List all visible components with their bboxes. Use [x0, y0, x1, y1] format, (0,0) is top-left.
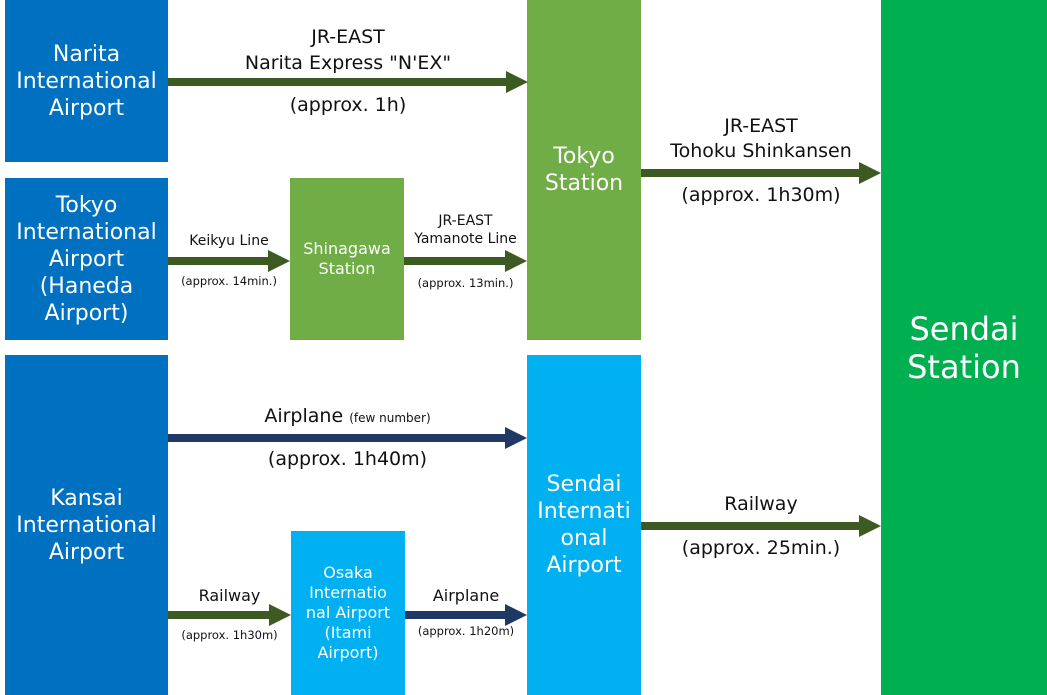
airplane-arrow: [168, 427, 527, 449]
tokyo-station-box: Tokyo Station: [527, 0, 641, 340]
kansai-airport-box: Kansai International Airport: [5, 355, 168, 695]
sendai-station-label: Sendai Station: [907, 309, 1021, 386]
railway-sendai-arrow: [641, 515, 881, 537]
shinagawa-station-label: Shinagawa Station: [303, 239, 391, 278]
airplane-route-time: (approx. 1h40m): [267, 448, 428, 470]
narita-airport-label: Narita International Airport: [16, 41, 157, 121]
railway-kansai-route-time: (approx. 1h30m): [181, 628, 278, 642]
airplane-route-label: Airplane: [264, 405, 344, 427]
yamanote-route-title: JR-EAST Yamanote Line: [414, 213, 517, 247]
keikyu-route-title: Keikyu Line: [189, 233, 269, 249]
narita-airport-box: Narita International Airport: [5, 0, 168, 162]
itami-airplane-arrow: [405, 604, 527, 626]
itami-airplane-route-time: (approx. 1h20m): [417, 624, 515, 638]
keikyu-arrow: [168, 250, 290, 272]
nex-route-time: (approx. 1h): [289, 94, 407, 116]
shinkansen-route-time: (approx. 1h30m): [681, 184, 841, 206]
nex-route-title: JR-EAST Narita Express "N'EX": [244, 26, 452, 74]
airplane-route-note: (few number): [349, 411, 431, 425]
tokyo-station-label: Tokyo Station: [544, 144, 624, 196]
itami-airport-box: Osaka Internatio nal Airport (Itami Airp…: [291, 531, 405, 695]
haneda-airport-label: Tokyo International Airport (Haneda Airp…: [16, 192, 157, 326]
haneda-airport-box: Tokyo International Airport (Haneda Airp…: [5, 178, 168, 340]
railway-kansai-route-title: Railway: [198, 586, 261, 605]
yamanote-arrow: [404, 250, 527, 272]
itami-airplane-route-title: Airplane: [432, 586, 500, 605]
shinagawa-station-box: Shinagawa Station: [290, 178, 404, 340]
itami-airport-label: Osaka Internatio nal Airport (Itami Airp…: [305, 563, 391, 662]
airplane-route-title: Airplane (few number): [168, 403, 527, 431]
yamanote-route-time: (approx. 13min.): [417, 276, 514, 290]
railway-sendai-route-title: Railway: [724, 493, 798, 515]
sendai-station-box: Sendai Station: [881, 0, 1047, 695]
railway-kansai-arrow: [168, 604, 291, 626]
sendai-airport-box: Sendai Internati onal Airport: [527, 355, 641, 695]
railway-sendai-route-time: (approx. 25min.): [681, 537, 841, 559]
shinkansen-arrow: [641, 162, 881, 184]
nex-arrow: [168, 71, 528, 93]
shinkansen-route-title: JR-EAST Tohoku Shinkansen: [670, 115, 852, 162]
keikyu-route-time: (approx. 14min.): [181, 274, 277, 288]
kansai-airport-label: Kansai International Airport: [16, 485, 157, 565]
sendai-airport-label: Sendai Internati onal Airport: [537, 472, 631, 578]
